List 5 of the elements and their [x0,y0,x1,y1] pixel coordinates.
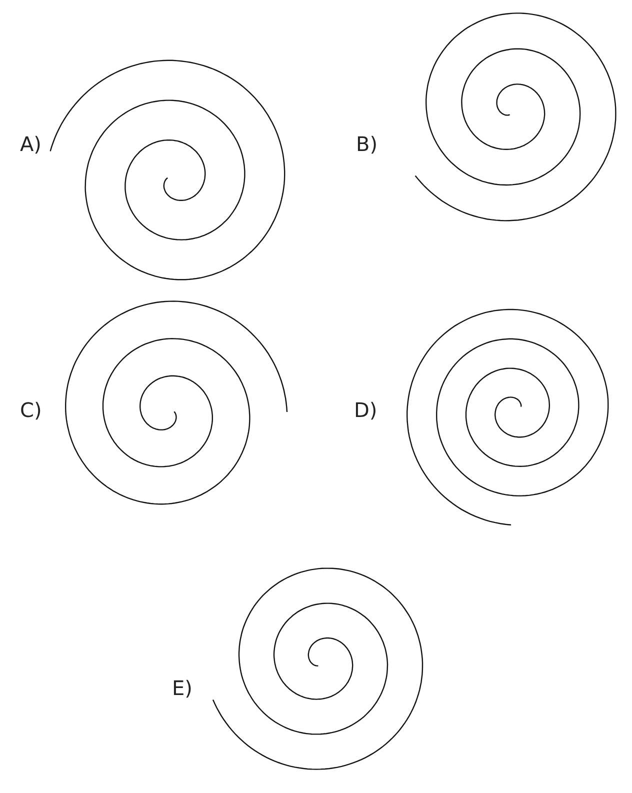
option-label: E) [172,676,192,700]
option-label: B) [356,132,378,156]
option-label: D) [354,398,378,422]
option-label: A) [20,132,42,156]
option-label: C) [20,398,42,422]
